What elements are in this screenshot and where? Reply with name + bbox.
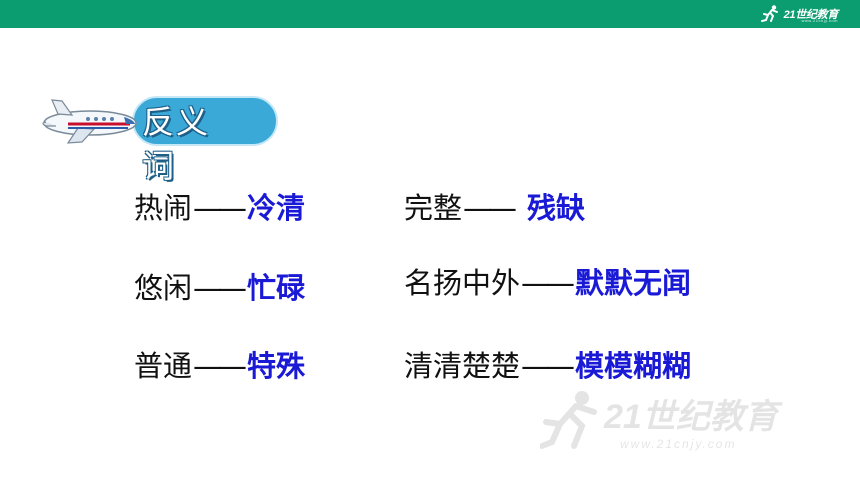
- watermark-logo: 21世纪教育 www.21cnjy.com: [540, 391, 783, 451]
- runner-logo-icon: [760, 5, 778, 22]
- word: 完整: [404, 191, 463, 225]
- brand-logo: 21世纪教育 www.21cnjy.com: [760, 4, 839, 24]
- watermark-text: 21世纪教育: [603, 398, 783, 436]
- antonym-pair: 清清楚楚 —— 模模糊糊: [404, 346, 691, 386]
- dash: ——: [193, 349, 247, 383]
- section-header: 反义词: [38, 96, 278, 185]
- logo-text: 21世纪教育: [783, 9, 839, 21]
- airplane-icon: [42, 99, 137, 144]
- dash: ——: [521, 266, 575, 300]
- word: 名扬中外: [404, 266, 521, 300]
- word: 普通: [134, 349, 193, 383]
- title-badge: [132, 96, 278, 146]
- antonym-answer: 冷清: [247, 191, 306, 225]
- antonym-pair: 热闹 —— 冷清: [134, 188, 305, 228]
- antonym-pair: 名扬中外 —— 默默无闻: [404, 263, 691, 303]
- dash: ——: [193, 271, 247, 305]
- antonym-answer: 残缺: [527, 191, 586, 225]
- section-title: 反义词: [142, 103, 211, 185]
- top-bar: 21世纪教育 www.21cnjy.com: [0, 0, 860, 28]
- dash: ——: [521, 349, 575, 383]
- logo-url: www.21cnjy.com: [801, 18, 838, 23]
- dash: ——: [463, 191, 517, 225]
- word: 悠闲: [134, 271, 193, 305]
- antonym-pair: 普通 —— 特殊: [134, 346, 305, 386]
- antonym-answer: 忙碌: [247, 271, 306, 305]
- antonym-pair: 完整 —— 残缺: [404, 188, 585, 228]
- antonym-answer: 默默无闻: [575, 266, 692, 300]
- antonym-pair: 悠闲 —— 忙碌: [134, 268, 305, 308]
- antonym-answer: 模模糊糊: [575, 349, 692, 383]
- watermark-url: www.21cnjy.com: [620, 437, 736, 451]
- word: 热闹: [134, 191, 193, 225]
- dash: ——: [193, 191, 247, 225]
- word: 清清楚楚: [404, 349, 521, 383]
- antonym-answer: 特殊: [247, 349, 306, 383]
